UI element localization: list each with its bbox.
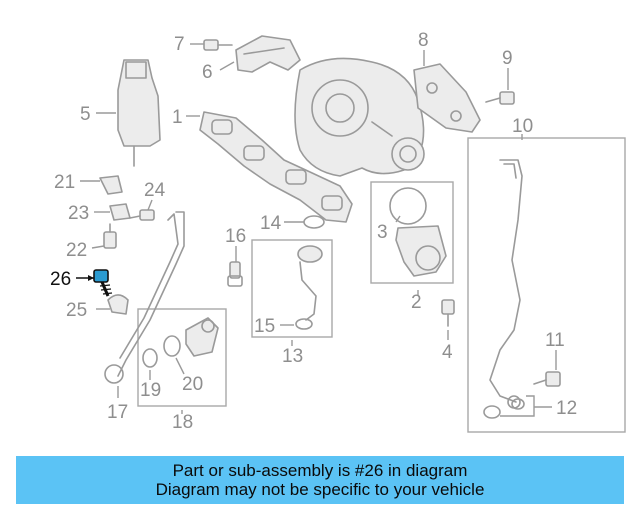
banner-line-1: Part or sub-assembly is #26 in diagram (172, 461, 468, 480)
assembly-box-13 (251, 239, 333, 338)
clamp-23-part[interactable] (109, 203, 131, 221)
clamp-25-part[interactable] (107, 294, 129, 315)
turbocharger-part[interactable] (294, 57, 425, 177)
callout-21: 21 (54, 172, 75, 193)
oil-feed-pipe-part[interactable] (489, 159, 523, 409)
callout-20: 20 (182, 374, 203, 395)
callout-25: 25 (66, 300, 87, 321)
assembly-box-2 (370, 181, 454, 284)
callout-24: 24 (144, 180, 166, 201)
callout-18: 18 (172, 412, 193, 433)
callout-3: 3 (377, 222, 388, 243)
washers-12-part[interactable] (483, 398, 525, 419)
callout-12: 12 (556, 398, 577, 419)
bolt-7-part[interactable] (203, 39, 233, 51)
callout-17: 17 (107, 402, 128, 423)
callout-23: 23 (68, 203, 89, 224)
callout-14: 14 (260, 213, 282, 234)
assembly-box-10 (467, 137, 626, 433)
exhaust-manifold-part[interactable] (199, 111, 353, 223)
callout-19: 19 (140, 380, 161, 401)
bolt-11-part[interactable] (533, 371, 561, 387)
heat-shield-part[interactable] (235, 35, 301, 73)
callout-8: 8 (418, 30, 429, 51)
callout-5: 5 (80, 104, 91, 125)
oil-return-pipe-part[interactable] (297, 245, 323, 321)
callout-26-highlighted: 26 (50, 269, 71, 290)
callout-2: 2 (411, 292, 422, 313)
bolt-22-part[interactable] (103, 223, 117, 249)
fitting-18-part[interactable] (185, 317, 219, 357)
callout-1: 1 (172, 107, 183, 128)
washer-19-part[interactable] (142, 348, 158, 368)
info-banner: Part or sub-assembly is #26 in diagram D… (16, 456, 624, 504)
callout-6: 6 (202, 62, 213, 83)
callout-16: 16 (225, 226, 246, 247)
callout-4: 4 (442, 342, 453, 363)
gasket-14-part[interactable] (303, 215, 325, 229)
callout-11: 11 (545, 330, 565, 351)
gasket-3-part[interactable] (389, 187, 427, 225)
wastegate-actuator-part[interactable] (117, 59, 161, 167)
bolt-16-part[interactable] (227, 261, 243, 287)
assembly-box-18 (137, 308, 227, 407)
callout-10: 10 (512, 116, 533, 137)
bolt-9-part[interactable] (485, 91, 515, 105)
o-ring-15-part[interactable] (295, 318, 313, 330)
callout-13: 13 (282, 346, 303, 367)
oil-drain-tube-part[interactable] (104, 211, 185, 384)
callout-9: 9 (502, 48, 513, 69)
outlet-elbow-part[interactable] (395, 225, 447, 277)
banner-line-2: Diagram may not be specific to your vehi… (155, 480, 485, 499)
washer-20-part[interactable] (163, 335, 181, 357)
bracket-8-part[interactable] (413, 63, 481, 133)
bolt-24-part[interactable] (129, 209, 155, 221)
bolt-4-part[interactable] (441, 299, 455, 327)
clip-21-part[interactable] (99, 175, 123, 195)
callout-7: 7 (174, 34, 185, 55)
callout-22: 22 (66, 240, 87, 261)
bolt-26-part[interactable] (93, 269, 113, 297)
callout-15: 15 (254, 316, 275, 337)
